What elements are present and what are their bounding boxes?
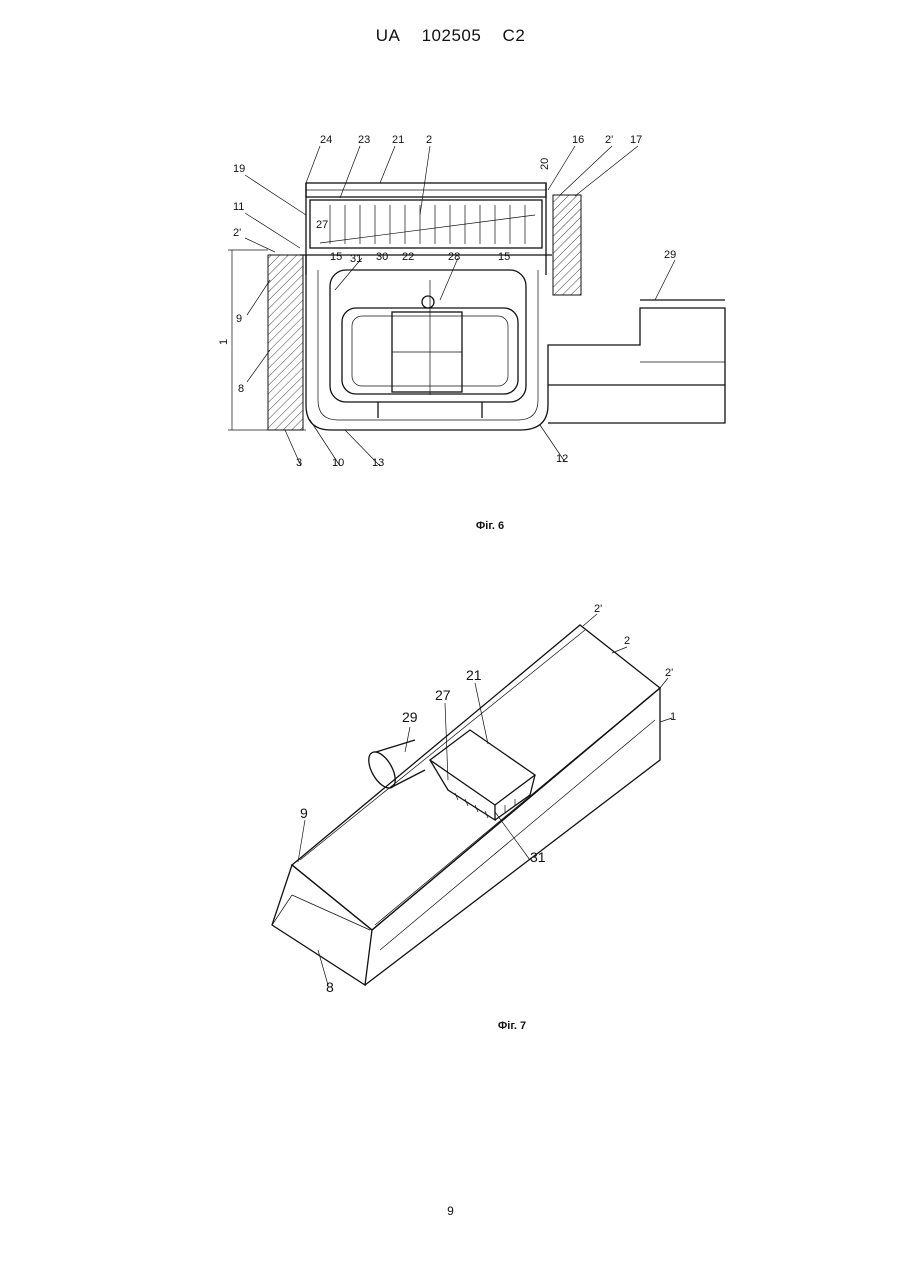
fig6-label-19: 19 [233,163,245,175]
fig6-label-30: 30 [376,251,388,263]
fig6-label-15-left: 15 [330,251,342,263]
fig6-label-2prime-right: 2' [605,134,613,146]
fig6-label-2prime-left: 2' [233,227,241,239]
fig6-label-28: 28 [448,251,460,263]
fig6-label-3: 3 [296,457,302,469]
page-number: 9 [0,1204,901,1218]
hatched-block-left [268,255,303,430]
fig7-label-27: 27 [435,687,451,703]
figure-6-caption: Фіг. 6 [440,520,540,532]
fig7-label-2prime-right: 2' [665,667,673,679]
fig7-label-31: 31 [530,849,546,865]
fig7-label-8: 8 [326,979,334,995]
header-kind: C2 [503,26,526,45]
fig7-label-1: 1 [670,711,676,723]
header-number: 102505 [422,26,482,45]
fig6-label-22: 22 [402,251,414,263]
fig6-label-15-right: 15 [498,251,510,263]
fig6-label-31: 31 [350,253,362,265]
fig6-label-13: 13 [372,457,384,469]
fig6-label-21: 21 [392,134,404,146]
fig7-label-2: 2 [624,635,630,647]
fig7-label-2prime-top: 2' [594,603,602,615]
figure-7-drawing: 2' 2 2' 1 21 27 29 31 9 8 [0,590,901,1000]
fig6-label-8: 8 [238,383,244,395]
hatched-block-right [553,195,581,295]
figure-6-drawing: 24 23 21 2 20 16 2' 17 19 11 2' 27 31 30… [0,120,901,480]
fig6-label-12: 12 [556,453,568,465]
fig6-label-1: 1 [218,339,230,345]
fig7-label-21: 21 [466,667,482,683]
fig6-label-2: 2 [426,134,432,146]
header-country: UA [376,26,401,45]
fig7-label-9: 9 [300,805,308,821]
fig6-label-23: 23 [358,134,370,146]
fig6-label-17: 17 [630,134,642,146]
fig6-label-9: 9 [236,313,242,325]
fig6-label-11: 11 [233,201,244,213]
fig6-label-16: 16 [572,134,584,146]
figure-7-caption: Фіг. 7 [462,1020,562,1032]
fig6-label-24: 24 [320,134,332,146]
fig6-label-10: 10 [332,457,344,469]
fig6-label-27: 27 [316,219,328,231]
patent-header: UA 102505 C2 [0,26,901,46]
fig6-label-20: 20 [539,158,551,170]
fig7-label-29: 29 [402,709,418,725]
fig6-label-29: 29 [664,249,676,261]
